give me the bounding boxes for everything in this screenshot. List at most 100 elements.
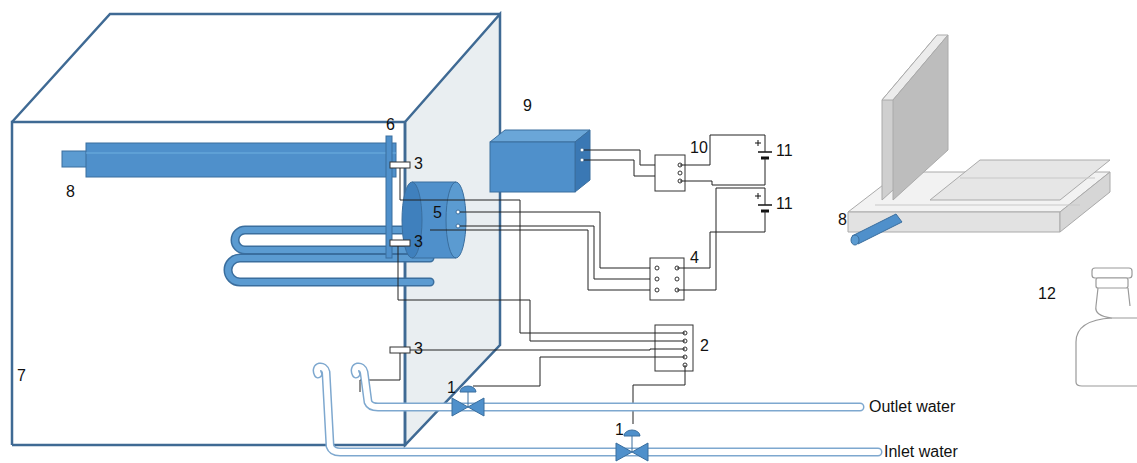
cylinder xyxy=(412,258,456,259)
callout-number: 5 xyxy=(433,205,442,221)
water-pipe xyxy=(355,367,860,407)
channel-detail xyxy=(893,35,948,200)
controller-box xyxy=(490,130,590,142)
rod xyxy=(852,214,902,244)
terminal-box xyxy=(655,266,659,270)
callout-number: 4 xyxy=(690,250,699,266)
flow-label: Outlet water xyxy=(869,399,955,415)
channel-detail xyxy=(930,160,1110,200)
sensor xyxy=(390,347,410,353)
wire xyxy=(680,135,765,165)
battery-symbol xyxy=(758,140,759,146)
heater-tubes xyxy=(235,230,430,250)
terminal-box xyxy=(655,277,659,281)
cylinder xyxy=(402,182,422,258)
callout-number: 10 xyxy=(690,140,708,156)
wire xyxy=(360,135,765,424)
sensor xyxy=(390,240,410,246)
rod xyxy=(851,214,902,245)
callout-number: 3 xyxy=(414,234,423,250)
heater-tubes xyxy=(228,230,430,282)
wire xyxy=(410,349,685,350)
bottle xyxy=(1076,268,1137,386)
terminal-box xyxy=(675,277,679,281)
controller-box xyxy=(580,158,584,162)
wire xyxy=(633,365,685,424)
wire xyxy=(398,246,685,341)
channel-detail xyxy=(848,35,1110,232)
terminal-box xyxy=(678,171,682,175)
controller-box xyxy=(575,130,590,192)
sensor xyxy=(390,162,410,168)
chamber-box xyxy=(12,14,500,445)
callout-number: 3 xyxy=(414,156,423,172)
bottle xyxy=(1092,268,1132,278)
wire xyxy=(460,212,650,268)
rod xyxy=(62,143,396,177)
callout-number: 12 xyxy=(1038,286,1056,302)
terminal-box xyxy=(655,155,685,191)
water-pipe xyxy=(355,367,860,407)
valve-symbol xyxy=(468,392,469,407)
cylinder xyxy=(412,182,456,183)
callout-number: 1 xyxy=(615,422,624,438)
terminal-box xyxy=(655,288,659,292)
wire xyxy=(584,160,655,176)
battery-symbol xyxy=(755,140,772,211)
rod xyxy=(86,153,396,154)
rod xyxy=(851,235,859,245)
controller-box xyxy=(490,142,575,192)
callout-number: 1 xyxy=(447,380,456,396)
bottle xyxy=(1096,278,1128,288)
cylinder xyxy=(446,182,466,258)
flow-label: Inlet water xyxy=(884,444,958,460)
cylinder xyxy=(456,224,460,228)
wire xyxy=(460,226,650,279)
callout-number: 11 xyxy=(776,143,793,159)
channel-detail xyxy=(875,205,1080,206)
valve-symbol xyxy=(460,386,476,392)
bottle xyxy=(1076,318,1137,386)
wire xyxy=(400,168,685,333)
bottle xyxy=(1096,288,1112,318)
rod xyxy=(86,143,396,177)
water-pipe xyxy=(317,367,878,452)
wire xyxy=(680,158,765,185)
battery-symbol xyxy=(758,193,759,199)
wire xyxy=(584,150,655,165)
water-pipe xyxy=(317,367,878,452)
terminal-box xyxy=(650,155,693,371)
terminal-box xyxy=(655,325,693,371)
wire xyxy=(677,188,765,290)
chamber-box xyxy=(12,14,500,122)
callout-number: 2 xyxy=(700,338,709,354)
valve-symbol xyxy=(624,430,640,436)
cylinder xyxy=(402,182,466,258)
rod xyxy=(62,151,88,167)
valve-symbol xyxy=(452,386,648,461)
wire xyxy=(677,211,765,268)
terminal-box xyxy=(650,258,684,300)
controller-box xyxy=(580,148,584,152)
callout-number: 11 xyxy=(776,196,793,212)
callout-number: 3 xyxy=(414,341,423,357)
callout-number: 8 xyxy=(66,184,75,200)
water-pipe xyxy=(317,367,878,452)
valve-symbol xyxy=(632,436,633,452)
channel-detail xyxy=(960,178,1095,179)
wire xyxy=(473,357,685,386)
callout-number: 9 xyxy=(523,98,532,114)
bottle xyxy=(1128,288,1130,306)
cylinder xyxy=(456,210,460,214)
callout-number: 8 xyxy=(838,212,847,228)
callout-number: 7 xyxy=(17,368,26,384)
heater-tubes xyxy=(228,258,430,282)
callout-number: 6 xyxy=(386,117,395,133)
heater-tubes xyxy=(235,230,430,250)
controller-box xyxy=(490,130,590,192)
heater-tubes xyxy=(228,258,430,282)
wire xyxy=(430,230,650,290)
